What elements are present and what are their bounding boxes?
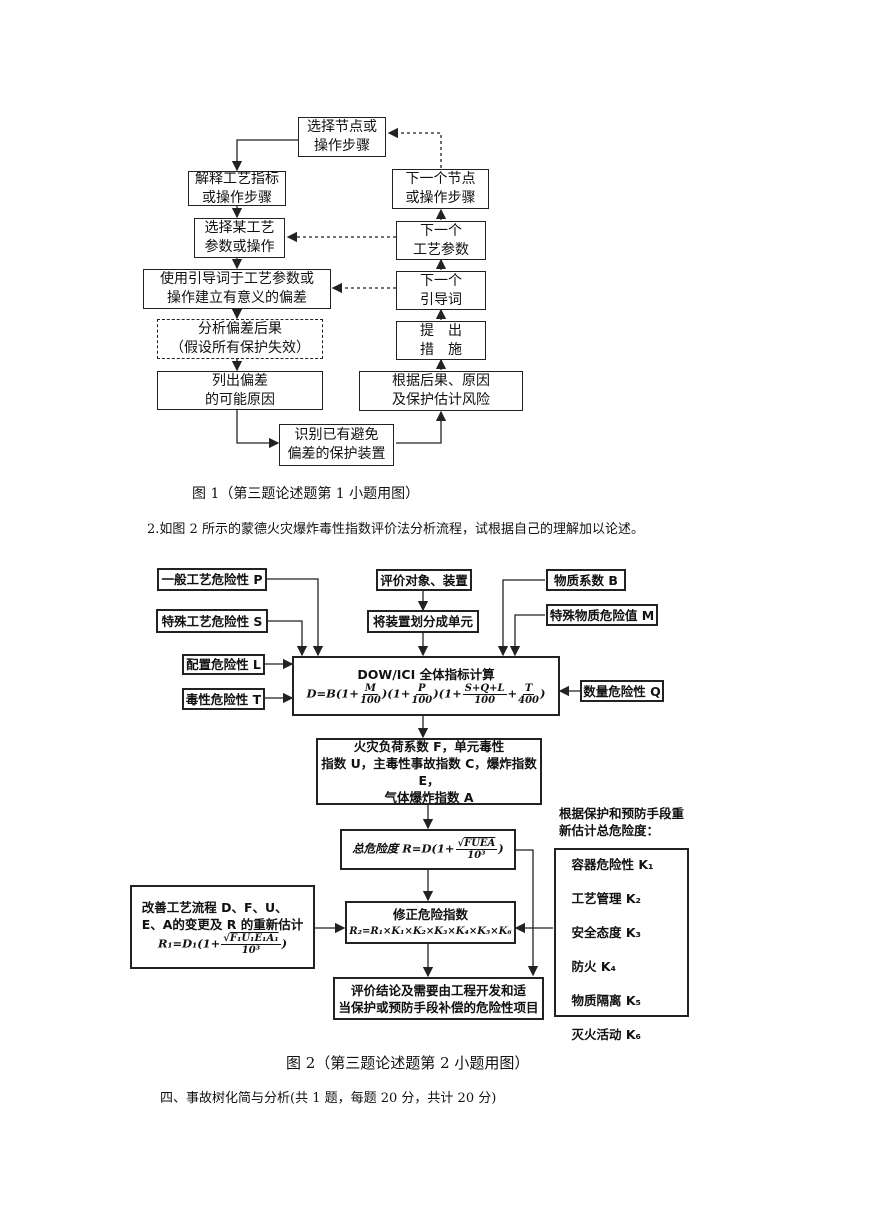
fig2-reassess-item: 防火 K₄ bbox=[571, 959, 617, 974]
fig2-toxic-risk-box: 毒性危险性 T bbox=[182, 688, 265, 710]
fig1-identify-box: 识别已有避免 偏差的保护装置 bbox=[279, 424, 394, 466]
fig1-select-node-box: 选择节点或 操作步骤 bbox=[298, 117, 386, 157]
fig2-layout-risk-box: 配置危险性 L bbox=[182, 654, 265, 675]
fig2-improve-text: 改善工艺流程 D、F、U、 E、A的变更及 R 的重新估计 bbox=[141, 899, 304, 932]
fig1-next-guideword-box: 下一个 引导词 bbox=[396, 271, 486, 310]
fig2-quantity-risk-box: 数量危险性 Q bbox=[580, 680, 664, 702]
section-4-heading: 四、事故树化简与分析(共 1 题，每题 20 分，共计 20 分) bbox=[160, 1091, 497, 1106]
fig2-reassess-item: 物质隔离 K₅ bbox=[571, 993, 642, 1008]
fig2-divide-units-box: 将装置划分成单元 bbox=[367, 610, 479, 633]
fig1-guideword-box: 使用引导词于工艺参数或 操作建立有意义的偏差 bbox=[143, 269, 331, 309]
fig1-assess-box: 根据后果、原因 及保护估计风险 bbox=[359, 371, 523, 411]
figure2-caption: 图 2（第三题论述题第 2 小题用图） bbox=[286, 1054, 530, 1072]
fig2-eval-object-box: 评价对象、装置 bbox=[376, 569, 472, 591]
fig1-analyze-box: 分析偏差后果 （假设所有保护失效） bbox=[157, 319, 323, 359]
fig2-general-risk-box: 一般工艺危险性 P bbox=[157, 568, 267, 591]
fig2-special-material-box: 特殊物质危险值 M bbox=[546, 604, 658, 626]
fig1-next-param-box: 下一个 工艺参数 bbox=[396, 221, 486, 260]
fig2-reassess-box: 根据保护和预防手段重 新估计总危险度： 容器危险性 K₁ 工艺管理 K₂ 安全态… bbox=[554, 806, 689, 1042]
fig2-dow-title: DOW/ICI 全体指标计算 bbox=[357, 667, 495, 682]
fig1-propose-box: 提 出 措 施 bbox=[396, 321, 486, 360]
fig2-material-factor-box: 物质系数 B bbox=[546, 569, 626, 591]
fig2-corrected-box: 修正危险指数 R₂=R₁×K₁×K₂×K₃×K₄×K₅×K₆ bbox=[345, 901, 516, 944]
fig2-corrected-formula: R₂=R₁×K₁×K₂×K₃×K₄×K₅×K₆ bbox=[349, 925, 512, 937]
fig2-reassess-item: 灭火活动 K₆ bbox=[571, 1027, 642, 1042]
fig2-reassess-item: 安全态度 K₃ bbox=[571, 925, 642, 940]
fig2-reassess-item: 工艺管理 K₂ bbox=[571, 891, 642, 906]
figure1-caption: 图 1（第三题论述题第 1 小题用图） bbox=[192, 486, 420, 502]
fig2-improve-box: 改善工艺流程 D、F、U、 E、A的变更及 R 的重新估计 R₁=D₁(1+√F… bbox=[130, 885, 315, 969]
fig2-fire-load-box: 火灾负荷系数 F，单元毒性 指数 U，主毒性事故指数 C，爆炸指数 E， 气体爆… bbox=[316, 738, 542, 805]
fig2-special-risk-box: 特殊工艺危险性 S bbox=[156, 609, 268, 633]
fig1-next-node-box: 下一个节点 或操作步骤 bbox=[392, 169, 489, 209]
question-2-text: 2.如图 2 所示的蒙德火灾爆炸毒性指数评价法分析流程，试根据自己的理解加以论述… bbox=[147, 522, 644, 537]
fig2-corrected-title: 修正危险指数 bbox=[392, 906, 468, 922]
fig1-select-param-box: 选择某工艺 参数或操作 bbox=[194, 218, 285, 258]
fig2-conclusion-box: 评价结论及需要由工程开发和适 当保护或预防手段补偿的危险性项目 bbox=[333, 977, 544, 1020]
fig1-list-causes-box: 列出偏差 的可能原因 bbox=[157, 371, 323, 410]
fig2-reassess-item: 容器危险性 K₁ bbox=[571, 857, 654, 872]
fig2-reassess-title: 根据保护和预防手段重 新估计总危险度： bbox=[558, 806, 684, 838]
fig1-explain-box: 解释工艺指标 或操作步骤 bbox=[188, 171, 286, 206]
